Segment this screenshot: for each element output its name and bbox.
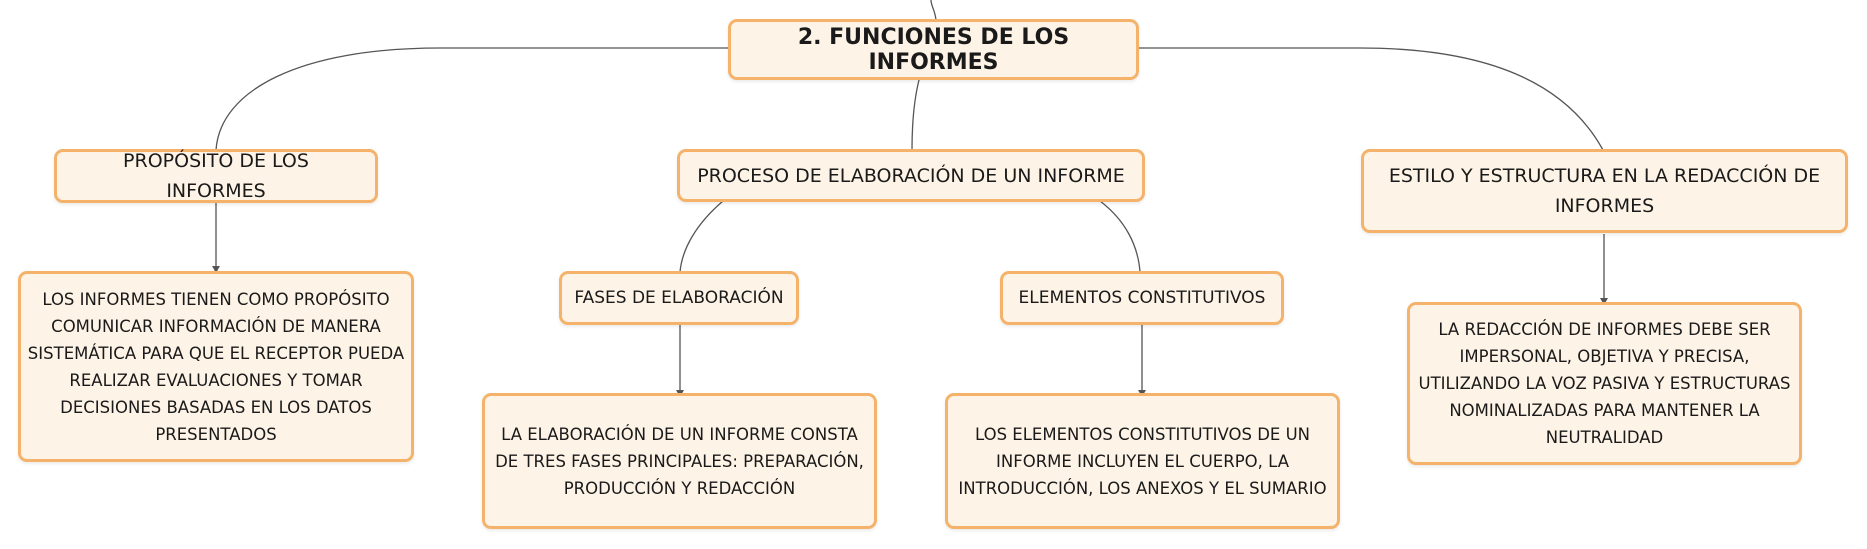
arrowhead-estilo-detail (1600, 298, 1608, 305)
node-proceso[interactable]: PROCESO DE ELABORACIÓN DE UN INFORME (677, 149, 1145, 202)
node-estilo-label: ESTILO Y ESTRUCTURA EN LA REDACCIÓN DE I… (1388, 165, 1821, 217)
connector-root-proposito (215, 47, 728, 151)
node-proposito-label: PROPÓSITO DE LOS INFORMES (123, 150, 309, 202)
node-fases-label: FASES DE ELABORACIÓN (574, 288, 784, 308)
detail-fases[interactable]: LA ELABORACIÓN DE UN INFORME CONSTA DE T… (482, 393, 877, 529)
node-elementos-label: ELEMENTOS CONSTITUTIVOS (1018, 288, 1266, 308)
detail-elementos-text: LOS ELEMENTOS CONSTITUTIVOS DE UN INFORM… (958, 424, 1327, 498)
detail-elementos[interactable]: LOS ELEMENTOS CONSTITUTIVOS DE UN INFORM… (945, 393, 1340, 529)
connector-root-proceso (911, 79, 920, 151)
node-fases[interactable]: FASES DE ELABORACIÓN (559, 271, 799, 325)
connector-proceso-elementos (1099, 200, 1141, 273)
detail-proposito[interactable]: LOS INFORMES TIENEN COMO PROPÓSITO COMUN… (18, 271, 414, 462)
node-elementos[interactable]: ELEMENTOS CONSTITUTIVOS (1000, 271, 1284, 325)
connector-proceso-fases (679, 200, 724, 273)
detail-proposito-text: LOS INFORMES TIENEN COMO PROPÓSITO COMUN… (27, 289, 405, 444)
detail-estilo-text: LA REDACCIÓN DE INFORMES DEBE SER IMPERS… (1418, 320, 1791, 447)
node-proposito[interactable]: PROPÓSITO DE LOS INFORMES (54, 149, 378, 203)
node-estilo[interactable]: ESTILO Y ESTRUCTURA EN LA REDACCIÓN DE I… (1361, 149, 1848, 233)
detail-fases-text: LA ELABORACIÓN DE UN INFORME CONSTA DE T… (495, 424, 864, 498)
node-proceso-label: PROCESO DE ELABORACIÓN DE UN INFORME (697, 164, 1125, 187)
detail-estilo[interactable]: LA REDACCIÓN DE INFORMES DEBE SER IMPERS… (1407, 302, 1802, 465)
root-label: 2. FUNCIONES DE LOS INFORMES (797, 24, 1070, 75)
arrowhead-proposito-detail (212, 266, 220, 273)
connector-root-parent (930, 0, 937, 21)
connector-root-estilo (1139, 47, 1604, 151)
root-node[interactable]: 2. FUNCIONES DE LOS INFORMES (728, 19, 1139, 80)
